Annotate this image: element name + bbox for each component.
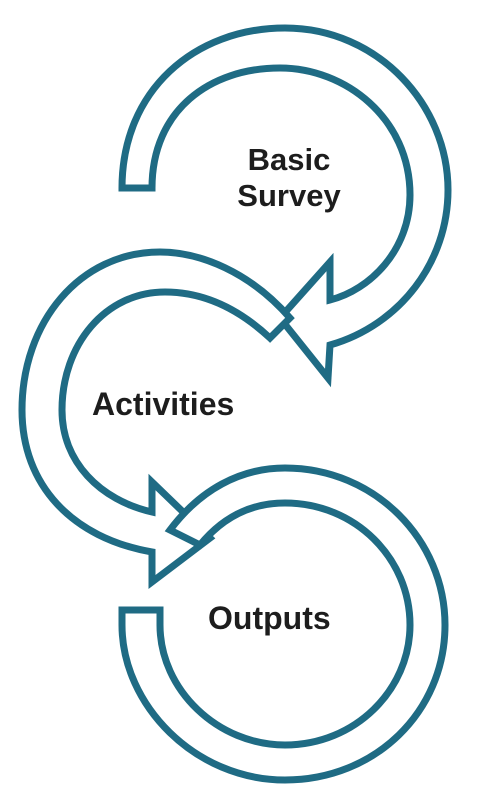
stage-label-line: Basic [247,142,331,177]
stage-label-basic-survey: Basic Survey [214,142,364,213]
outputs-arrow [118,464,449,784]
stage-label-outputs: Outputs [208,600,331,637]
basic-survey-arrow [118,24,452,388]
activities-arrow [18,248,295,590]
stage-label-line: Survey [237,177,341,213]
stage-label-line: Activities [92,386,235,422]
stage-label-line: Outputs [208,600,331,636]
stage-label-activities: Activities [92,386,234,423]
